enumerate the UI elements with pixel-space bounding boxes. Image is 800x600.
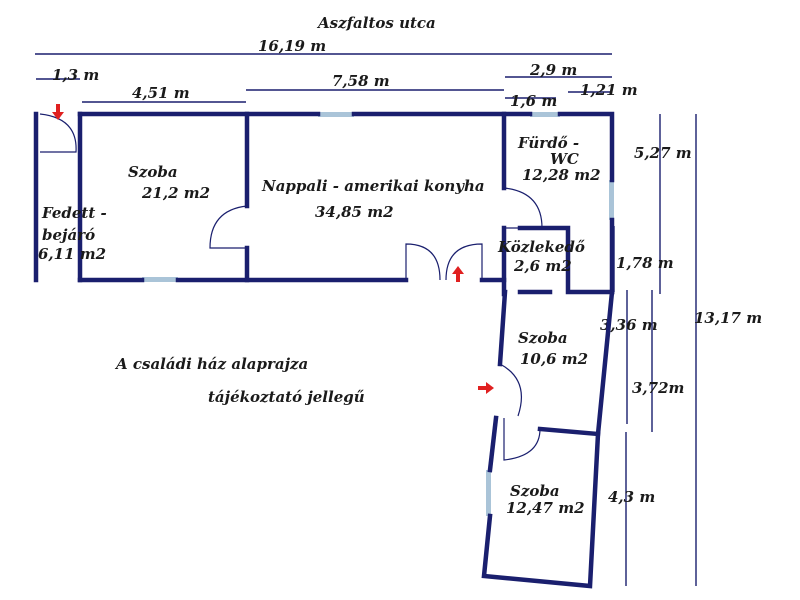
door-main-left — [405, 243, 441, 281]
window-room4-side — [486, 470, 491, 516]
corridor-name: Közlekedő — [497, 238, 585, 256]
room3-name: Szoba — [518, 329, 568, 347]
door-room1 — [209, 205, 248, 249]
entry-arrow-icon — [52, 104, 64, 120]
door-entry — [39, 113, 77, 153]
dim-room1-width: 4,51 m — [132, 84, 190, 102]
door-bath — [503, 187, 543, 229]
caption-line-2: tájékoztató jellegű — [208, 388, 365, 406]
entry-name-2: bejáró — [42, 226, 95, 244]
room1-area: 21,2 m2 — [141, 184, 210, 202]
bath-name-1: Fürdő - — [517, 134, 579, 152]
dim-bath-width: 2,9 m — [529, 61, 577, 79]
wall-room3-room4 — [537, 426, 601, 437]
door-room4 — [503, 418, 541, 461]
side-arrow-icon — [478, 382, 494, 394]
room4-name: Szoba — [510, 482, 560, 500]
dim-bath-height: 5,27 m — [634, 144, 692, 162]
dim-room3-height-2: 3,72m — [632, 379, 684, 397]
dim-room4-height: 4,3 m — [608, 488, 655, 506]
window-bath-top — [530, 112, 560, 117]
room4-area: 12,47 m2 — [506, 499, 585, 517]
caption-line-1: A családi ház alaprajza — [114, 355, 308, 373]
dim-entry-width: 1,3 m — [52, 66, 99, 84]
dim-total-height: 13,17 m — [694, 309, 762, 327]
bath-area: 12,28 m2 — [522, 166, 601, 184]
window-living-top — [318, 112, 354, 117]
door-room3 — [499, 363, 522, 417]
entry-area: 6,11 m2 — [38, 245, 106, 263]
dim-bath-part: 1,6 m — [510, 92, 557, 110]
bath-name-2: WC — [550, 150, 579, 168]
dim-room3-height: 3,36 m — [600, 316, 658, 334]
window-room1-bottom — [142, 277, 178, 282]
wall-lower-right — [481, 289, 615, 589]
entry-name-1: Fedett - — [41, 204, 107, 222]
street-name: Aszfaltos utca — [316, 14, 436, 32]
window-bath-side — [609, 180, 614, 220]
door-main-right — [445, 243, 483, 281]
dim-corridor-height: 1,78 m — [616, 254, 674, 272]
dim-living-width: 7,58 m — [332, 72, 390, 90]
room3-area: 10,6 m2 — [520, 350, 588, 368]
room1-name: Szoba — [128, 163, 178, 181]
exit-arrow-icon — [452, 266, 464, 282]
wall-lower-left-a — [497, 289, 508, 367]
dim-total-width: 16,19 m — [258, 37, 326, 55]
living-area: 34,85 m2 — [315, 203, 394, 221]
wall-corridor — [517, 225, 615, 295]
wall-top-right — [557, 111, 615, 183]
dim-bath-side: 1,21 m — [580, 81, 638, 99]
corridor-area: 2,6 m2 — [513, 257, 572, 275]
wall-lower-left-b — [487, 415, 499, 473]
living-name: Nappali - amerikai konyha — [261, 177, 485, 195]
